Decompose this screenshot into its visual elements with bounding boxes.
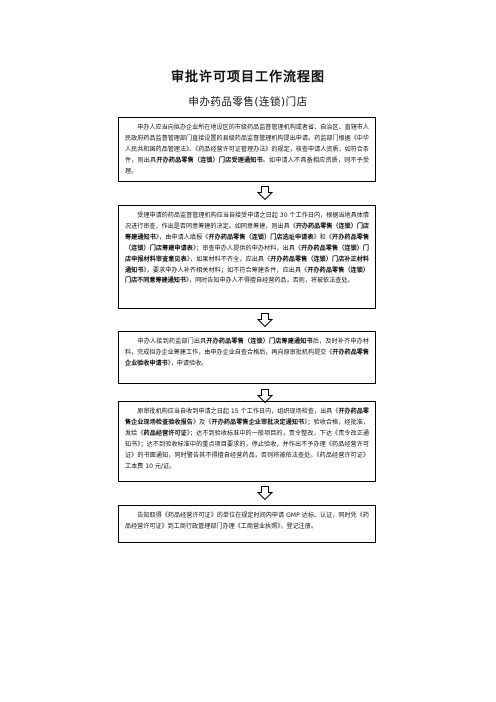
step-plain-text: 》，申请验收。	[167, 359, 208, 367]
step-text: 原审批机构应当自收到申请之日起 15 个工作日内，组织现场检查，出具《开办药品零…	[125, 407, 369, 472]
step-plain-text: 》；达不到验收标准中的一般项目的，责令整改，下达《责令改正通知书》；达不到验收标…	[125, 429, 370, 470]
step-plain-text: 》；审查申办人提供的申办材料，出具《	[192, 244, 302, 252]
step-text: 告知取得《药品经营许可证》的单位在规定时间内申请 GMP 达标、认证，同时凭《药…	[125, 511, 369, 533]
step-plain-text: 申办人应当向拟办企业所在地设区的市级药品监督管理机构或者省、自治区、直辖市人民政…	[125, 124, 369, 164]
step-plain-text: 》，要求申办人补齐相关材料；如不符合筹建条件，应出具《	[143, 266, 308, 274]
down-arrow-icon	[257, 486, 273, 500]
step-text: 申办人接到药监部门出具开办药品零售（连锁）门店筹建通知书后，及时补齐申办材料，完…	[125, 337, 369, 370]
flow-step-2-review: 受理申请的药品监督管理机构应当自接受申请之日起 30 个工作日内，根据当地具体情…	[118, 205, 376, 309]
step-plain-text: 告知取得《药品经营许可证》的单位在规定时间内申请 GMP 达标、认证，同时凭《药…	[125, 512, 369, 530]
page-subtitle: 申办药品零售(连锁)门店	[188, 96, 308, 108]
down-arrow-icon	[257, 186, 273, 200]
step-emphasis-text: 开办药品零售（连锁）门店申报材料审查意见表	[125, 244, 370, 263]
step-plain-text: 》，如果材料不齐全，应出具《	[186, 255, 271, 263]
step-plain-text: 。如申请人不具备相应资质，则不予受理。	[125, 156, 370, 175]
step-plain-text: 》；验收合格，经批准，发给《	[125, 418, 370, 437]
step-emphasis-text: 开办药品零售企业现场检查验收报告	[125, 408, 369, 426]
step-emphasis-text: 药品经营许可证	[143, 429, 187, 437]
down-arrow-icon	[257, 389, 273, 403]
step-emphasis-text: 开办药品零售（连锁）门店筹建通知书	[206, 338, 313, 345]
step-emphasis-text: 开办药品零售企业验收申请书	[125, 348, 370, 367]
step-plain-text: 申办人接到药监部门出具	[125, 338, 207, 345]
page-title: 审批许可项目工作流程图	[170, 70, 325, 85]
step-plain-text: 原审批机构应当自收到申请之日起 15 个工作日内，组织现场检查，出具《	[125, 408, 339, 415]
step-plain-text: 后，及时补齐申办材料，完成拟办企业筹建工作，由申办企业自查合格后，再向原审批机构…	[125, 338, 370, 356]
step-emphasis-text: 开办药品零售（连锁）门店筹建通知书	[125, 222, 370, 241]
step-emphasis-text: 开办药品零售（连锁）门店选址申请表	[208, 233, 314, 241]
flow-step-3-build: 申办人接到药监部门出具开办药品零售（连锁）门店筹建通知书后，及时补齐申办材料，完…	[118, 331, 376, 384]
step-emphasis-text: 开办药品零售（连锁）门店受理通知书	[156, 156, 263, 164]
flow-step-5-registration: 告知取得《药品经营许可证》的单位在规定时间内申请 GMP 达标、认证，同时凭《药…	[118, 505, 376, 543]
flow-step-1-apply: 申办人应当向拟办企业所在地设区的市级药品监督管理机构或者省、自治区、直辖市人民政…	[118, 117, 376, 182]
down-arrow-icon	[257, 313, 273, 327]
flow-step-4-inspection: 原审批机构应当自收到申请之日起 15 个工作日内，组织现场检查，出具《开办药品零…	[118, 401, 376, 482]
step-emphasis-text: 开办药品零售（连锁）门店补正材料通知书	[125, 255, 370, 274]
step-text: 受理申请的药品监督管理机构应当自接受申请之日起 30 个工作日内，根据当地具体情…	[125, 211, 369, 287]
step-plain-text: 受理申请的药品监督管理机构应当自接受申请之日起 30 个工作日内，根据当地具体情…	[125, 212, 369, 230]
step-plain-text: 》及《	[192, 418, 212, 426]
step-emphasis-text: 开办药品零售（连锁）门店不同意筹建通知书	[125, 266, 370, 285]
step-emphasis-text: 开办药品零售（连锁）门店筹建申请表	[125, 233, 370, 252]
step-text: 申办人应当向拟办企业所在地设区的市级药品监督管理机构或者省、自治区、直辖市人民政…	[125, 123, 369, 178]
step-plain-text: 》和《	[313, 233, 333, 241]
step-emphasis-text: 开办药品零售企业审批决定通知书	[211, 418, 305, 426]
step-plain-text: 》，由申请人填报《	[155, 233, 209, 241]
step-plain-text: 》，同时告知申办人不得擅自经营药品，否则，将被依法查处。	[185, 277, 354, 285]
